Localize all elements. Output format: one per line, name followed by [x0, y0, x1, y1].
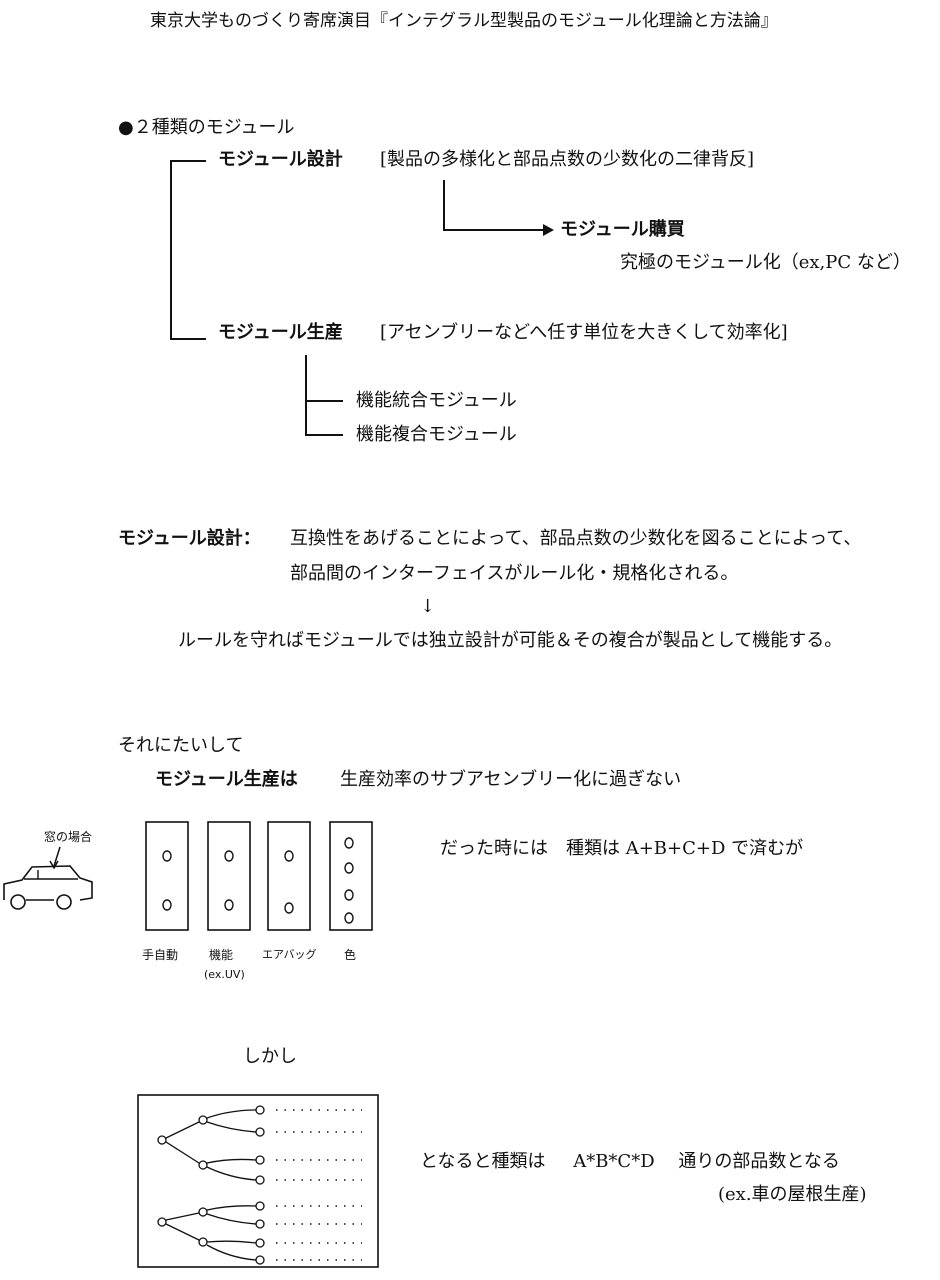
- module-production-note: [アセンブリーなどへ任す単位を大きくして効率化]: [380, 322, 788, 343]
- box-label-color: 色: [344, 948, 357, 962]
- module-purchase-note: 究極のモジュール化（ex,PC など）: [620, 252, 911, 273]
- module-box-airbag: [267, 821, 311, 931]
- section-heading: ●２種類のモジュール: [118, 117, 295, 138]
- module-design-label: モジュール設計: [218, 149, 343, 170]
- purchase-connector-vertical: [443, 180, 445, 230]
- result-sum-text: だった時には 種類は A+B+C+D で済むが: [440, 838, 804, 859]
- result-product-suffix: 通りの部品数となる: [678, 1151, 840, 1172]
- definition-line-3: ルールを守ればモジュールでは独立設計が可能＆その複合が製品として機能する。: [178, 630, 843, 651]
- box-label-function: 機能: [209, 948, 234, 962]
- function-integrated-module: 機能統合モジュール: [356, 390, 517, 411]
- box-label-manual-auto: 手自動: [142, 948, 179, 962]
- box-label-airbag: エアバッグ: [262, 948, 317, 961]
- result-product-example: (ex.車の屋根生産): [718, 1184, 867, 1205]
- car-caption: 窓の場合: [44, 830, 93, 844]
- result-product-text: となると種類は A*B*C*D 通りの部品数となる: [420, 1151, 840, 1173]
- module-box-function: [207, 821, 251, 931]
- definition-line-2: 部品間のインターフェイスがルール化・規格化される。: [290, 563, 739, 584]
- module-production-label: モジュール生産: [218, 322, 343, 343]
- tree-vertical-line: [170, 160, 172, 339]
- contrast-intro: それにたいして: [118, 735, 244, 756]
- result-product-formula: A*B*C*D: [573, 1151, 655, 1172]
- box-label-function-sub: (ex.UV): [204, 968, 245, 981]
- module-box-manual-auto: [145, 821, 189, 931]
- module-box-color: [329, 821, 373, 931]
- tree-branch-production: [170, 338, 206, 340]
- tree-branch-design: [170, 160, 206, 162]
- however-text: しかし: [243, 1046, 297, 1067]
- page-title: 東京大学ものづくり寄席演目『インテグラル型製品のモジュール化理論と方法論』: [150, 11, 778, 31]
- module-purchase-label: モジュール購買: [560, 219, 685, 240]
- sub-tree-branch-1: [305, 400, 343, 402]
- function-composite-module: 機能複合モジュール: [356, 424, 517, 445]
- down-arrow-icon: ↓: [420, 596, 436, 617]
- module-design-note: [製品の多様化と部品点数の少数化の二律背反]: [380, 149, 755, 170]
- module-production-comparison-label: モジュール生産は: [155, 769, 298, 790]
- module-design-definition-label: モジュール設計：: [118, 528, 261, 549]
- definition-line-1: 互換性をあげることによって、部品点数の少数化を図ることによって、: [290, 528, 862, 549]
- sub-tree-vertical: [305, 355, 307, 436]
- sub-tree-branch-2: [305, 434, 343, 436]
- purchase-connector-horizontal: [443, 229, 543, 231]
- module-production-comparison-text: 生産効率のサブアセンブリー化に過ぎない: [340, 769, 682, 790]
- result-product-prefix: となると種類は: [420, 1151, 546, 1172]
